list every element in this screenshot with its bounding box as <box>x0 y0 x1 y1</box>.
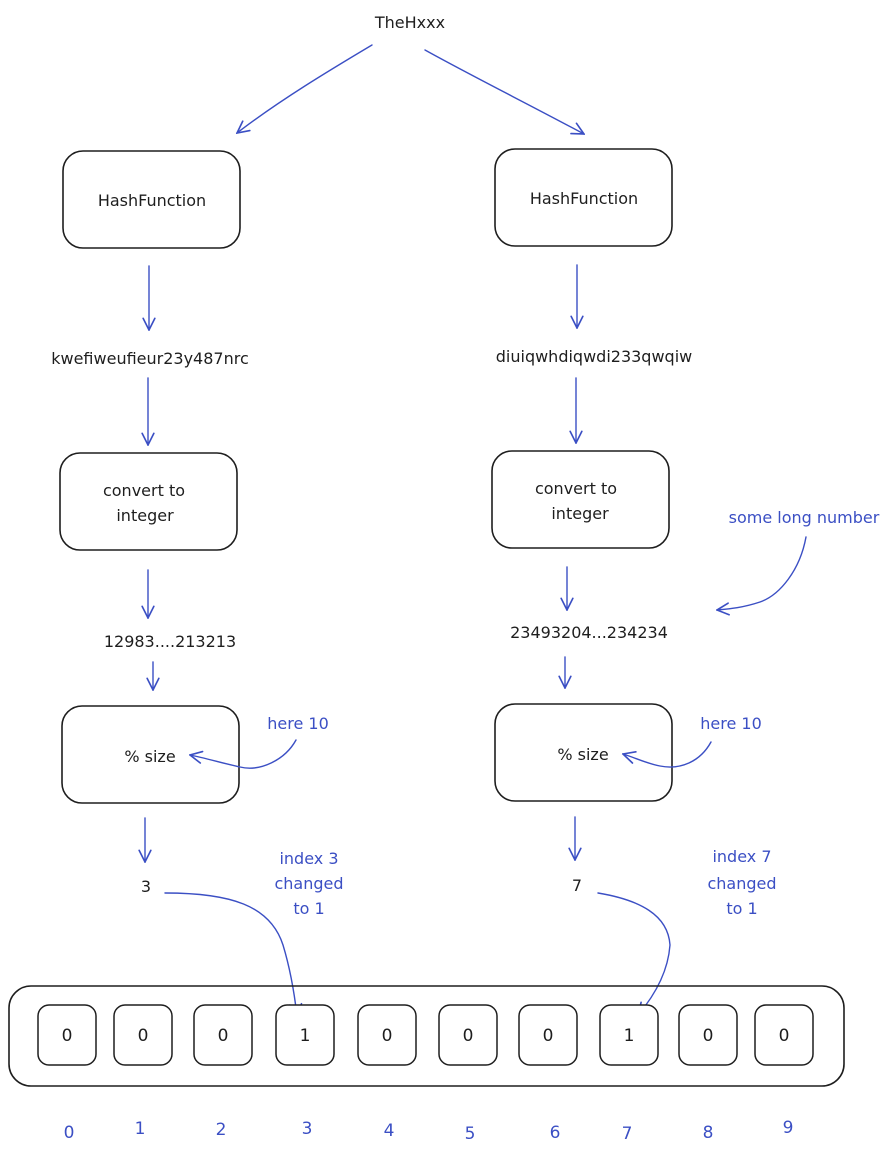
bit-index-label-7: 7 <box>622 1124 633 1144</box>
left-index-note-line3: to 1 <box>293 899 324 918</box>
bit-cell-value-3: 1 <box>300 1026 311 1046</box>
left-arrow-size-note <box>190 739 297 769</box>
right-index-note-line2: changed <box>707 874 776 893</box>
left-integer-value: 12983....213213 <box>104 632 236 651</box>
right-result: 7 <box>572 876 582 895</box>
bit-array-cells: 0 0 0 1 0 0 0 1 0 0 <box>37 1004 814 1066</box>
left-hash-value: kwefiweufieur23y487nrc <box>51 349 249 368</box>
left-index-note-line1: index 3 <box>279 849 338 868</box>
left-index-note-line2: changed <box>274 874 343 893</box>
left-mod-box <box>61 705 240 804</box>
bit-cell-value-0: 0 <box>62 1026 73 1046</box>
left-convert-line1: convert to <box>103 481 185 500</box>
left-convert-line2: integer <box>116 506 174 525</box>
right-index-note-line1: index 7 <box>712 847 771 866</box>
right-hash-function-label: HashFunction <box>530 189 638 208</box>
arrow-input-to-right <box>424 49 584 134</box>
bit-index-label-0: 0 <box>64 1123 75 1143</box>
bit-cell-8 <box>678 1004 738 1066</box>
arrow-input-to-left <box>237 44 373 133</box>
right-index-note-line3: to 1 <box>726 899 757 918</box>
bit-index-label-5: 5 <box>465 1124 476 1144</box>
bit-index-label-3: 3 <box>302 1119 313 1139</box>
bit-cell-value-2: 0 <box>218 1026 229 1046</box>
right-mod-box <box>494 703 673 802</box>
bit-cell-9 <box>754 1004 814 1066</box>
right-convert-line2: integer <box>551 504 609 523</box>
left-result: 3 <box>141 877 151 896</box>
right-size-note: here 10 <box>700 714 762 733</box>
bit-cell-value-4: 0 <box>382 1026 393 1046</box>
bit-index-label-8: 8 <box>703 1123 714 1143</box>
bit-cell-value-8: 0 <box>703 1026 714 1046</box>
bit-cell-value-1: 0 <box>138 1026 149 1046</box>
bit-array-container <box>8 985 845 1087</box>
bit-index-label-9: 9 <box>783 1118 794 1138</box>
left-convert-box <box>59 452 238 551</box>
right-arrow-long-number-note <box>717 536 807 610</box>
right-integer-value: 23493204...234234 <box>510 623 668 642</box>
left-hash-function-box <box>62 150 241 249</box>
bit-cell-value-5: 0 <box>463 1026 474 1046</box>
bit-cell-1 <box>113 1004 173 1066</box>
right-long-number-note: some long number <box>729 508 880 527</box>
bit-cell-value-9: 0 <box>779 1026 790 1046</box>
left-size-note: here 10 <box>267 714 329 733</box>
right-convert-box <box>491 450 670 549</box>
right-hash-function-box <box>494 148 673 247</box>
right-convert-line1: convert to <box>535 479 617 498</box>
bit-cell-value-7: 1 <box>624 1026 635 1046</box>
bit-cell-6 <box>518 1004 578 1066</box>
left-hash-function-label: HashFunction <box>98 191 206 210</box>
right-arrow-size-note <box>623 741 712 768</box>
input-label: TheHxxx <box>374 13 445 32</box>
right-arrow-result-to-cell <box>597 892 671 1015</box>
bit-cell-2 <box>193 1004 253 1066</box>
bit-cell-0 <box>37 1004 97 1066</box>
right-hash-value: diuiqwhdiqwdi233qwqiw <box>496 347 692 366</box>
left-mod-label: % size <box>124 747 175 766</box>
bit-cell-4 <box>357 1004 417 1066</box>
right-mod-label: % size <box>557 745 608 764</box>
bit-array-indices: 0 1 2 3 4 5 6 7 8 9 <box>64 1118 794 1144</box>
bit-cell-3 <box>275 1004 335 1066</box>
left-arrow-result-to-cell <box>164 892 297 1016</box>
bit-index-label-1: 1 <box>135 1119 146 1139</box>
bit-cell-value-6: 0 <box>543 1026 554 1046</box>
bit-cell-5 <box>438 1004 498 1066</box>
bit-index-label-4: 4 <box>384 1121 395 1141</box>
bit-cell-7 <box>599 1004 659 1066</box>
bit-index-label-2: 2 <box>216 1120 227 1140</box>
bit-index-label-6: 6 <box>550 1123 561 1143</box>
